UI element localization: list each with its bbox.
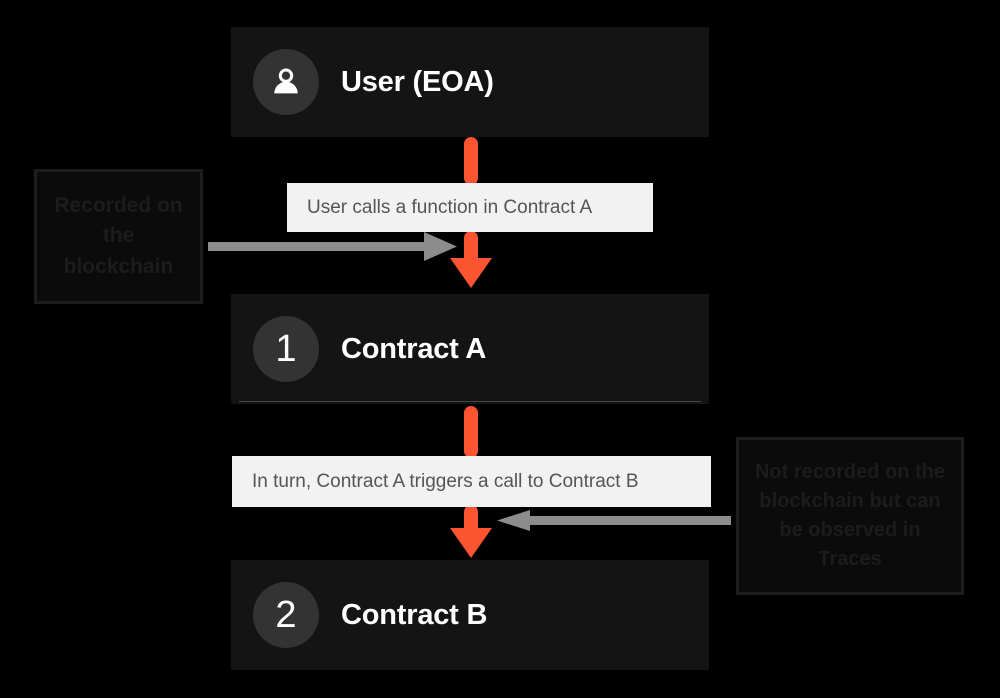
step-number-badge-2: 2 [253,582,319,648]
arrow-user-to-caption1 [464,137,478,185]
step-number-badge-1: 1 [253,316,319,382]
annotation-arrow-right [497,510,731,531]
annotation-arrow-left [208,232,457,261]
node-contract-a[interactable]: 1 Contract A [231,294,709,404]
node-user-label: User (EOA) [341,65,494,98]
callout-recorded-on-blockchain: Recorded on the blockchain [34,169,203,304]
arrow-contract-a-to-contract-b [450,505,492,558]
person-icon [253,49,319,115]
node-contract-a-label: Contract A [341,332,487,365]
arrow-contract-a-to-caption2 [464,406,478,458]
node-contract-b-label: Contract B [341,598,488,631]
arrow-user-to-contract-a [450,231,492,288]
node-user[interactable]: User (EOA) [231,27,709,137]
caption-user-calls-function: User calls a function in Contract A [287,183,653,232]
node-contract-b[interactable]: 2 Contract B [231,560,709,670]
callout-not-recorded-on-blockchain: Not recorded on the blockchain but can b… [736,437,964,595]
caption-contract-a-triggers-call: In turn, Contract A triggers a call to C… [232,456,711,507]
